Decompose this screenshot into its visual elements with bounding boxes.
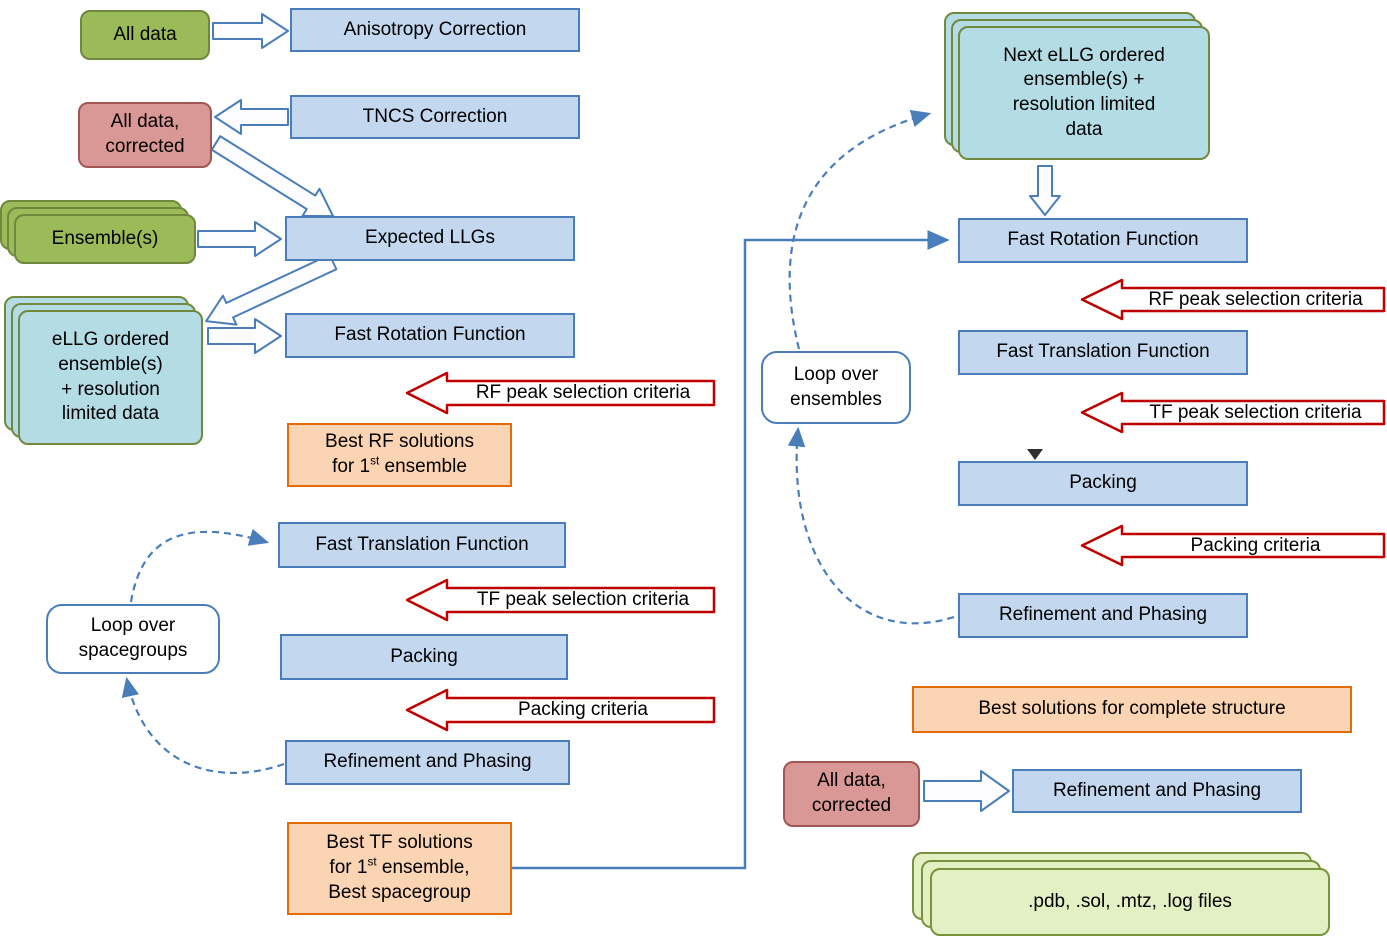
loop-spacegroups-line1: Loop over	[90, 615, 176, 637]
packing-right-box: Packing	[958, 461, 1248, 506]
ensembles-box: Ensemble(s)	[14, 214, 196, 264]
tf-peak-criteria-right-label: TF peak selection criteria	[1149, 401, 1362, 423]
packing-left-box: Packing	[280, 634, 568, 680]
arrow-tncs-to-corrected	[214, 99, 289, 135]
all-data-corrected-line1: All data,	[110, 111, 180, 133]
best-tf-solutions-box: Best TF solutions for 1st ensemble, Best…	[287, 822, 512, 915]
all-data-corrected-2-box: All data, corrected	[783, 761, 920, 827]
rf-peak-criteria-left-label: RF peak selection criteria	[475, 382, 691, 403]
rf-peak-criteria-right-label: RF peak selection criteria	[1148, 288, 1363, 310]
red-left-arrow-shape	[405, 578, 716, 622]
fast-rotation-function-right-box: Fast Rotation Function	[958, 218, 1248, 263]
best-rf-line1: Best RF solutions	[325, 431, 474, 453]
ensembles-node: Ensemble(s)	[0, 200, 196, 264]
tf-peak-criteria-left-arrow: TF peak selection criteria	[405, 578, 717, 622]
refinement-phasing-right-box: Refinement and Phasing	[958, 593, 1248, 638]
arrow-corrected-to-ellgs	[210, 135, 335, 218]
loop-ensembles-arc-out	[788, 110, 932, 350]
output-files-node: .pdb, .sol, .mtz, .log files	[912, 852, 1330, 936]
loop-ensembles-line1: Loop over	[793, 363, 879, 385]
packing-criteria-left-arrow: Packing criteria	[405, 688, 717, 732]
anisotropy-correction-box: Anisotropy Correction	[290, 8, 580, 52]
arrow-ensembles-to-ellgs	[197, 221, 282, 257]
best-rf-line2: for 1st ensemble	[332, 455, 467, 480]
packing-connector-arrowhead	[1027, 449, 1043, 460]
packing-criteria-right-arrow: Packing criteria	[1080, 524, 1387, 567]
output-files-box: .pdb, .sol, .mtz, .log files	[930, 868, 1330, 936]
all-data-corrected-line2: corrected	[105, 136, 185, 157]
best-rf-line2-sup: st	[370, 454, 380, 468]
tf-peak-criteria-left-label: TF peak selection criteria	[476, 589, 690, 610]
ellg-line3: + resolution	[61, 378, 160, 400]
all-data-corrected-box: All data, corrected	[78, 102, 212, 168]
next-ellg-line3: resolution limited	[1012, 94, 1156, 115]
ellg-line4: limited data	[61, 403, 160, 425]
loop-over-spacegroups-box: Loop over spacegroups	[46, 604, 220, 674]
ellg-line1: eLLG ordered	[51, 329, 170, 351]
loop-over-ensembles-box: Loop over ensembles	[761, 351, 911, 424]
arrow-nextellg-to-frf	[1029, 165, 1061, 216]
arrow-ordered-to-frf	[207, 318, 282, 354]
expected-llgs-box: Expected LLGs	[285, 216, 575, 261]
best-rf-line2-pre: for 1	[332, 456, 371, 477]
loop-spacegroups-arc-out	[129, 528, 270, 603]
best-tf-line2: for 1st ensemble,	[329, 856, 469, 881]
packing-criteria-right-label: Packing criteria	[1190, 534, 1321, 556]
all-data-corrected-2-line2: corrected	[811, 795, 892, 816]
fast-translation-function-right-box: Fast Translation Function	[958, 330, 1248, 375]
best-rf-line2-post: ensemble	[379, 456, 467, 477]
all-data-corrected-2-line1: All data,	[817, 770, 886, 792]
fast-rotation-function-left-box: Fast Rotation Function	[285, 313, 575, 358]
tf-peak-criteria-right-arrow: TF peak selection criteria	[1080, 391, 1387, 434]
packing-criteria-left-label: Packing criteria	[518, 699, 648, 720]
red-left-arrow-shape	[1080, 391, 1386, 434]
ellg-line2: ensemble(s)	[58, 353, 163, 375]
fast-translation-function-left-box: Fast Translation Function	[278, 522, 566, 568]
loop-spacegroups-line2: spacegroups	[78, 640, 188, 661]
best-tf-line2-post: ensemble,	[376, 857, 470, 879]
connector-besttf-to-frf	[512, 230, 950, 870]
loop-ensembles-line2: ensembles	[790, 388, 882, 410]
arrow-alldata-to-anisotropy	[212, 13, 289, 49]
red-left-arrow-shape	[405, 371, 716, 415]
red-left-arrow-shape	[1080, 524, 1386, 567]
arrow-corrected-to-final-refine	[923, 770, 1010, 812]
best-tf-line2-sup: st	[367, 855, 377, 869]
red-left-arrow-shape	[405, 688, 716, 732]
next-ellg-node: Next eLLG ordered ensemble(s) + resoluti…	[944, 12, 1210, 160]
next-ellg-box: Next eLLG ordered ensemble(s) + resoluti…	[958, 26, 1210, 160]
best-rf-solutions-box: Best RF solutions for 1st ensemble	[287, 423, 512, 487]
rf-peak-criteria-left-arrow: RF peak selection criteria	[405, 371, 717, 415]
ellg-ordered-box: eLLG ordered ensemble(s) + resolution li…	[18, 310, 203, 445]
rf-peak-criteria-right-arrow: RF peak selection criteria	[1080, 278, 1387, 321]
best-tf-line1: Best TF solutions	[326, 832, 473, 854]
refinement-phasing-left-box: Refinement and Phasing	[285, 740, 570, 785]
best-solutions-box: Best solutions for complete structure	[912, 686, 1352, 733]
all-data-box: All data	[80, 10, 210, 60]
next-ellg-line1: Next eLLG ordered	[1003, 44, 1165, 66]
arrow-ellgs-to-ordered	[205, 253, 338, 326]
best-tf-line2-pre: for 1	[329, 857, 368, 879]
red-left-arrow-shape	[1080, 278, 1386, 321]
refinement-phasing-final-box: Refinement and Phasing	[1012, 769, 1302, 813]
loop-spacegroups-arc-in	[121, 676, 285, 775]
loop-ensembles-arc-in	[787, 426, 955, 625]
best-tf-line3: Best spacegroup	[328, 881, 471, 903]
ellg-ordered-node: eLLG ordered ensemble(s) + resolution li…	[4, 296, 203, 445]
tncs-correction-box: TNCS Correction	[290, 95, 580, 139]
next-ellg-line2: ensemble(s) +	[1023, 69, 1145, 91]
next-ellg-line4: data	[1065, 118, 1103, 140]
